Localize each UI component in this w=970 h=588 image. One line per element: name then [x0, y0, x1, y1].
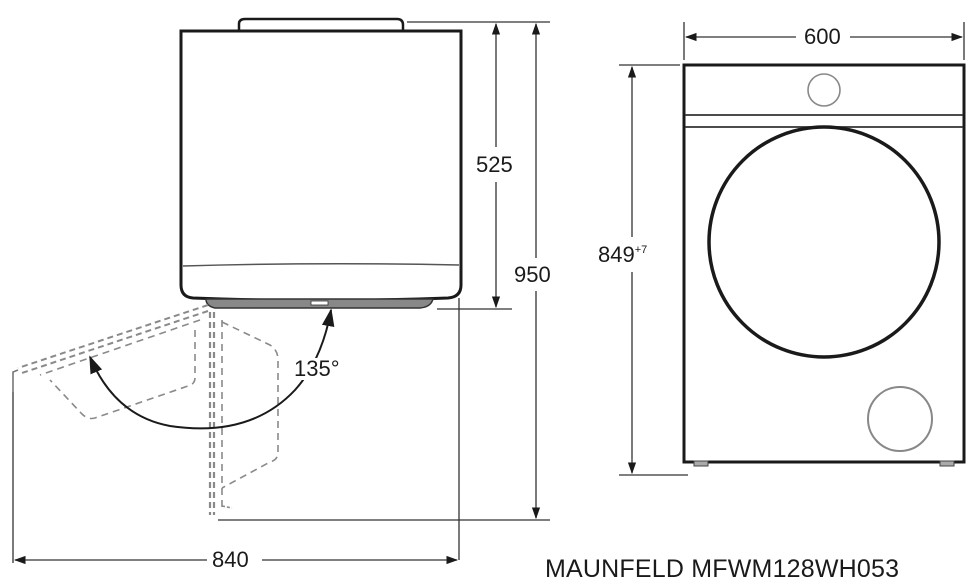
dimension-525-label: 525: [476, 152, 513, 177]
opening-angle-label: 135°: [294, 356, 340, 381]
front-view-machine: [682, 63, 966, 467]
dimension-600-label: 600: [804, 24, 841, 49]
foot-left: [693, 460, 709, 467]
height-value: 849: [598, 242, 635, 267]
door-porthole-icon: [707, 125, 941, 359]
top-view-machine: [179, 17, 463, 309]
model-caption: MAUNFELD MFWM128WH053: [545, 555, 900, 583]
service-hatch-icon: [867, 386, 933, 452]
dimension-849-label: 849+7: [598, 242, 648, 267]
top-view-dimension-lines: [12, 21, 550, 565]
foot-right: [939, 460, 955, 467]
control-knob-icon: [807, 73, 841, 107]
dimension-950-label: 950: [514, 262, 551, 287]
front-view-dimension-lines: [619, 22, 965, 476]
dimension-840-label: 840: [212, 547, 249, 572]
door-open-hidden-lines: [12, 304, 279, 515]
height-tolerance: +7: [634, 244, 648, 256]
